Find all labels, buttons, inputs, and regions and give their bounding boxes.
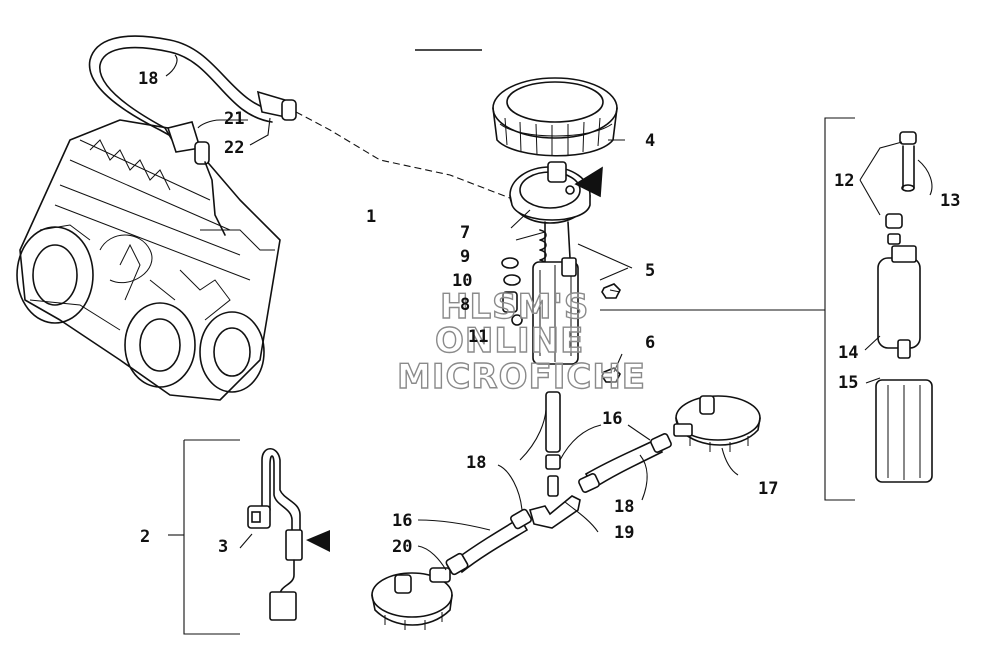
pump-detail-box xyxy=(600,117,855,501)
callout-2: 2 xyxy=(140,527,150,547)
callout-10: 10 xyxy=(452,271,472,291)
callout-21: 21 xyxy=(224,109,244,129)
callout-16-right: 16 xyxy=(602,409,622,429)
pump-hose-12-13 xyxy=(885,131,917,245)
wiring-harness-3 xyxy=(247,447,330,621)
callout-5: 5 xyxy=(645,261,655,281)
callout-18-top: 18 xyxy=(138,69,158,89)
nut-6 xyxy=(601,367,621,383)
fuel-hose-18-top xyxy=(88,35,297,151)
callout-17: 17 xyxy=(758,479,778,499)
callout-14: 14 xyxy=(838,343,858,363)
hose-16-right xyxy=(578,433,672,493)
hose-16-left xyxy=(445,508,532,576)
nut-5 xyxy=(601,283,621,299)
callout-labels: 18 21 22 4 1 7 9 10 8 11 5 6 12 13 14 15… xyxy=(138,69,960,557)
strainer-17 xyxy=(673,395,761,452)
callout-19: 19 xyxy=(614,523,634,543)
callout-3: 3 xyxy=(218,537,228,557)
engine-illustration xyxy=(16,119,281,401)
watermark-line-1: HLSM'S xyxy=(440,287,589,327)
callout-18-mid: 18 xyxy=(466,453,486,473)
callout-7: 7 xyxy=(460,223,470,243)
callout-15: 15 xyxy=(838,373,858,393)
callout-4: 4 xyxy=(645,131,655,151)
small-parts-8-11 xyxy=(501,257,523,326)
strainer-20 xyxy=(371,567,453,630)
callout-1: 1 xyxy=(366,207,376,227)
watermark-line-2: ONLINE xyxy=(435,321,584,361)
watermark-line-3: MICROFICHE xyxy=(397,357,646,397)
callout-12: 12 xyxy=(834,171,854,191)
callout-11: 11 xyxy=(468,327,488,347)
callout-9: 9 xyxy=(460,247,470,267)
fuel-sender-assembly-7 xyxy=(509,161,603,365)
callout-6: 6 xyxy=(645,333,655,353)
callout-8: 8 xyxy=(460,295,470,315)
tank-cap-4 xyxy=(492,77,618,157)
watermark: HLSM'S ONLINE MICROFICHE xyxy=(396,286,646,397)
callout-16-left: 16 xyxy=(392,511,412,531)
leader-lines xyxy=(165,54,933,635)
pump-sock-15 xyxy=(875,379,933,483)
callout-22: 22 xyxy=(224,138,244,158)
callout-18-right: 18 xyxy=(614,497,634,517)
callout-13: 13 xyxy=(940,191,960,211)
electric-fuel-pump-14 xyxy=(877,245,921,359)
fitting-21 xyxy=(166,121,226,236)
hose-route-dashed xyxy=(295,111,516,201)
callout-20: 20 xyxy=(392,537,412,557)
